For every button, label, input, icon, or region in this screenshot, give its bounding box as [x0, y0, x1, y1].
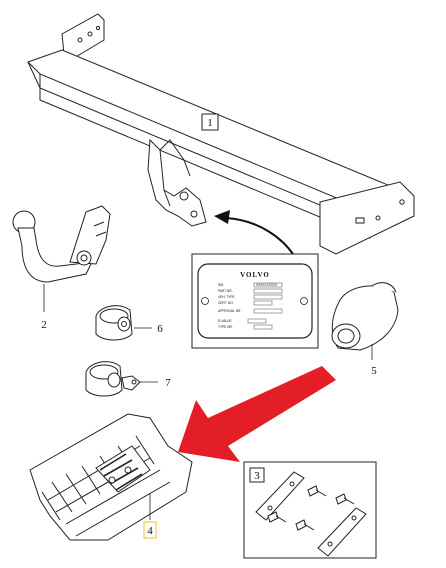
callout-4: 4: [143, 521, 157, 539]
tow-ball-neck: [12, 205, 111, 312]
callout-4-label: 4: [147, 525, 153, 537]
callout-6-label: 6: [157, 323, 163, 335]
plate-row: PART NR.: [218, 289, 233, 293]
bolt-icon: [267, 511, 287, 523]
callout-1-label: 1: [207, 117, 213, 129]
plate-rows: ISN PART NR. VEH. TYPE CERT. NO. APPROVA…: [218, 283, 241, 329]
bolt-icon: [295, 519, 315, 531]
lock-with-key: [85, 361, 158, 397]
plate-row: TYPE NR.: [218, 325, 233, 329]
lock-cylinder: [95, 305, 152, 341]
socket-housing: [331, 282, 399, 360]
plate-row: D-VALUE: [218, 319, 232, 323]
plate-row: ISN: [218, 283, 224, 287]
red-arrow-icon: [178, 366, 336, 462]
plate-field-value: XXXXXXXXXX: [256, 283, 278, 287]
callout-7-label: 7: [165, 377, 171, 389]
fitting-kit-tray: [29, 413, 193, 541]
callout-1: 1: [201, 113, 219, 131]
bolt-icon: [335, 493, 355, 505]
identification-plate: VOLVO ISN PART NR. VEH. TYPE CERT. NO. A…: [191, 253, 319, 349]
bolt-icon: [307, 485, 327, 497]
bolt-kit-box: 3: [243, 461, 377, 559]
callout-2-label: 2: [41, 319, 47, 331]
plate-row: APPROVAL NR.: [218, 309, 241, 313]
crossmember-assembly: [27, 13, 415, 255]
callout-3-label: 3: [254, 470, 260, 482]
plate-row: VEH. TYPE: [218, 295, 235, 299]
plate-brand: VOLVO: [240, 271, 270, 279]
callout-5-label: 5: [371, 365, 377, 377]
plate-row: CERT. NO.: [218, 301, 234, 305]
